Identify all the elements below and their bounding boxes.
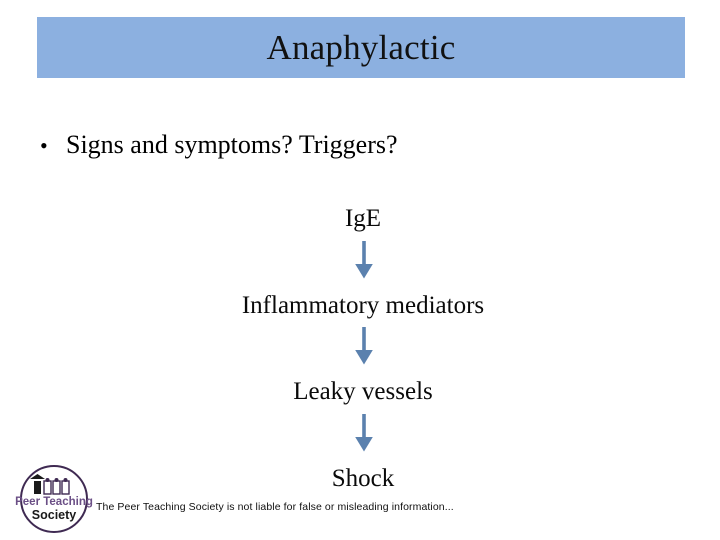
down-arrow-icon — [353, 413, 375, 457]
bullet-item-0: • Signs and symptoms? Triggers? — [40, 130, 660, 160]
flowchart: IgE Inflammatory mediators Leaky vessels — [0, 205, 720, 492]
flow-node-shock: Shock — [331, 464, 395, 492]
flow-node-ige: IgE — [344, 205, 382, 232]
page-title: Anaphylactic — [266, 28, 456, 67]
logo-line-1: Peer Teaching — [15, 496, 93, 508]
flow-node-leaky-vessels: Leaky vessels — [293, 378, 433, 405]
peer-teaching-society-logo: Peer Teaching Society — [12, 463, 96, 535]
down-arrow-icon — [353, 240, 375, 284]
disclaimer-text: The Peer Teaching Society is not liable … — [96, 501, 454, 513]
bullet-marker-icon: • — [40, 133, 48, 158]
title-band: Anaphylactic — [37, 17, 685, 78]
logo-line-2: Society — [32, 508, 77, 522]
flow-node-inflammatory-mediators: Inflammatory mediators — [241, 291, 485, 319]
bullet-item-label: Signs and symptoms? Triggers? — [66, 130, 398, 159]
down-arrow-icon — [353, 327, 375, 370]
